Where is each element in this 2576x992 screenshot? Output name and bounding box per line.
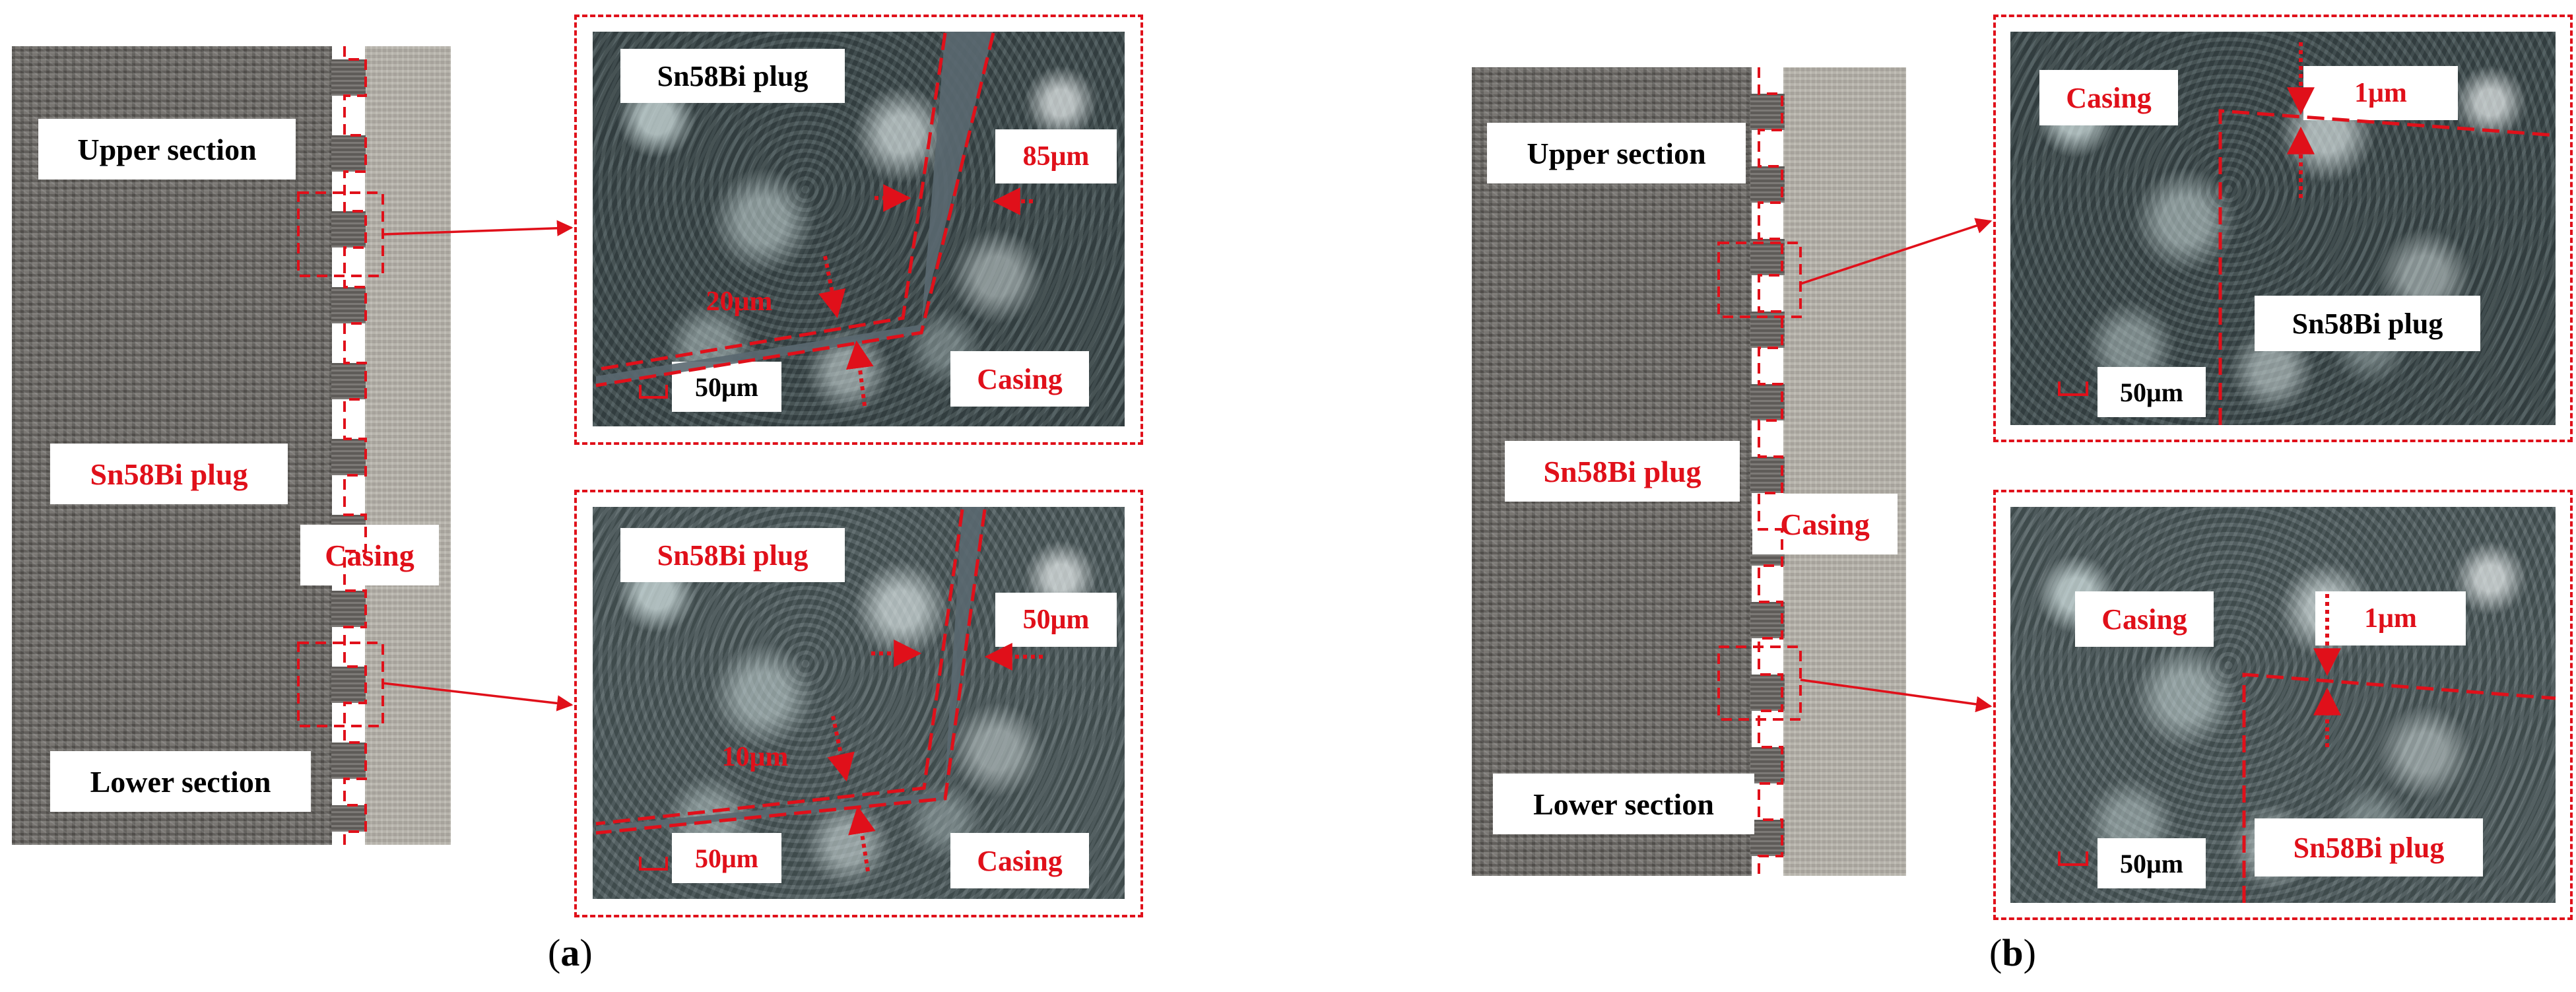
gap-horizontal-measure: 20μm <box>706 286 773 317</box>
thread-tooth <box>331 439 366 475</box>
micrograph-plug-label: Sn58Bi plug <box>620 528 845 582</box>
thread-tooth <box>331 805 366 832</box>
thread-tooth <box>1750 239 1785 275</box>
thread-tooth <box>1750 602 1785 638</box>
thread-tooth <box>1750 94 1785 130</box>
upper-section-label: Upper section <box>1487 123 1746 183</box>
scale-bar-label: 50μm <box>2097 838 2206 888</box>
gap-measure: 1μm <box>2303 66 2458 120</box>
casing-label: Casing <box>1752 494 1898 554</box>
micrograph-casing-label: Casing <box>2075 591 2214 647</box>
micrograph-plug-label: Sn58Bi plug <box>2255 818 2483 876</box>
casing-label: Casing <box>300 525 439 585</box>
upper-section-label: Upper section <box>38 119 296 180</box>
micrograph-plug-label: Sn58Bi plug <box>2255 296 2480 351</box>
lower-micrograph-frame-b <box>1993 490 2573 920</box>
specimen-casing-region-b <box>1783 67 1906 876</box>
gap-horizontal-measure: 10μm <box>721 742 789 772</box>
thread-tooth <box>1750 312 1785 348</box>
lower-section-label: Lower section <box>50 751 311 812</box>
thread-tooth <box>1750 166 1785 203</box>
thread-tooth <box>1750 820 1785 856</box>
caption-b: (b) <box>1989 931 2036 974</box>
thread-tooth <box>1750 384 1785 420</box>
sn58bi-plug-label: Sn58Bi plug <box>50 444 288 504</box>
scale-bar-label: 50μm <box>672 362 781 412</box>
thread-tooth <box>331 59 366 96</box>
upper-micrograph-frame-b <box>1993 15 2573 442</box>
micrograph-casing-label: Casing <box>2039 70 2178 125</box>
thread-tooth <box>331 591 366 627</box>
thread-tooth <box>331 287 366 323</box>
lower-section-label: Lower section <box>1493 774 1754 834</box>
thread-tooth <box>331 135 366 172</box>
lower-micrograph-frame-a <box>574 490 1143 917</box>
caption-a: (a) <box>548 931 593 974</box>
thread-tooth <box>1750 675 1785 711</box>
thread-tooth <box>1750 747 1785 783</box>
thread-tooth <box>331 743 366 779</box>
caption-letter-a: a <box>560 931 580 974</box>
micrograph-casing-label: Casing <box>950 833 1089 888</box>
sn58bi-plug-label: Sn58Bi plug <box>1505 441 1740 502</box>
specimen-casing-region-a <box>365 46 451 845</box>
scale-bar-label: 50μm <box>2097 367 2206 417</box>
thread-tooth <box>1750 457 1785 493</box>
thread-tooth <box>331 211 366 248</box>
thread-tooth <box>331 667 366 703</box>
upper-micrograph-frame-a <box>574 15 1143 445</box>
micrograph-plug-label: Sn58Bi plug <box>620 49 845 103</box>
gap-vertical-measure: 50μm <box>995 593 1117 647</box>
gap-vertical-measure: 85μm <box>995 129 1117 183</box>
caption-letter-b: b <box>2002 931 2024 974</box>
gap-measure: 1μm <box>2315 591 2466 645</box>
thread-tooth <box>331 363 366 399</box>
micrograph-casing-label: Casing <box>950 351 1089 407</box>
scale-bar-label: 50μm <box>672 833 781 883</box>
